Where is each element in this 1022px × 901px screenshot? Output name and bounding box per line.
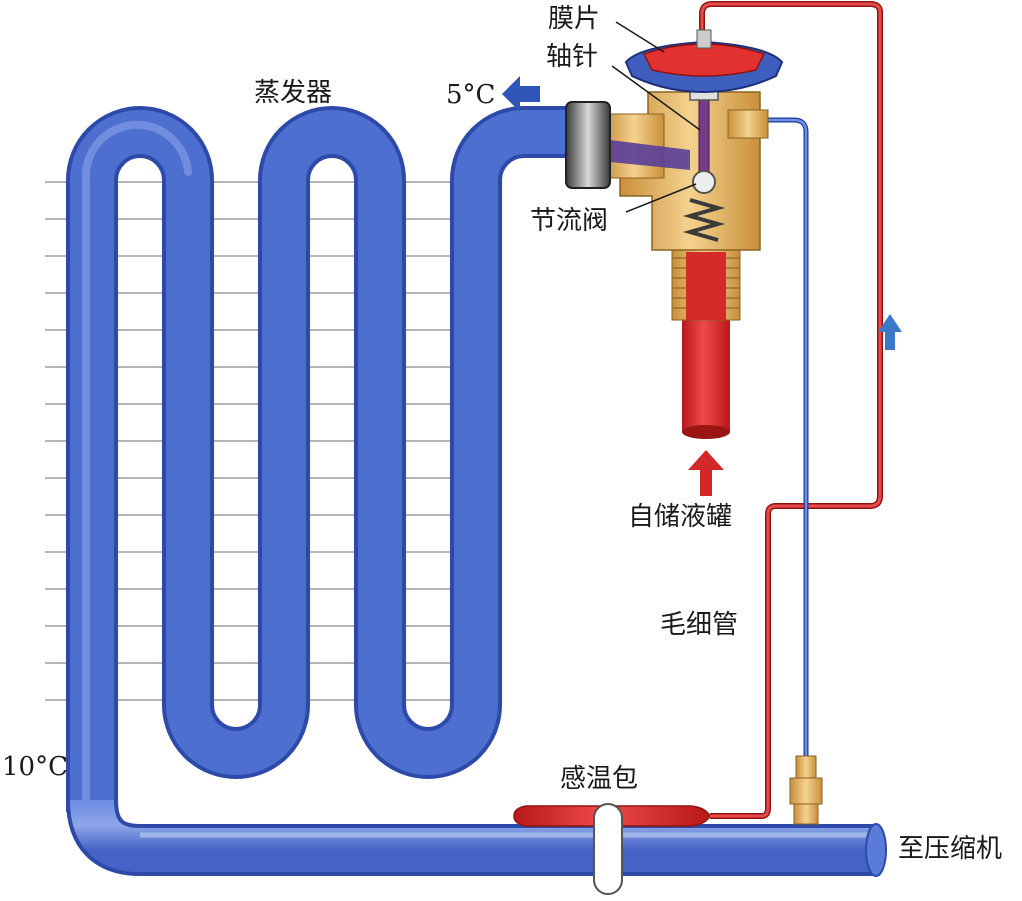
flow-up-arrow-icon — [878, 314, 902, 350]
expansion-valve — [565, 29, 784, 439]
liquid-line — [699, 1, 883, 819]
leader-lines — [611, 21, 701, 213]
receiver-label: 自储液罐 — [628, 502, 733, 532]
capillary-fitting — [789, 755, 823, 825]
throttle-valve-label: 节流阀 — [530, 206, 609, 236]
evaporator-coil — [66, 106, 572, 816]
capillary-label: 毛细管 — [660, 610, 739, 640]
sensing-bulb-label: 感温包 — [560, 764, 639, 794]
left-arrow-icon — [502, 76, 540, 112]
inlet-temp-label: 10°C — [2, 752, 68, 782]
outlet-temp-label: 5°C — [446, 80, 496, 110]
sensing-bulb — [513, 803, 711, 895]
evaporator-label: 蒸发器 — [254, 78, 333, 108]
up-arrow-icon — [688, 450, 724, 496]
capillary-tube — [740, 117, 809, 770]
spindle-label: 轴针 — [546, 42, 599, 72]
diaphragm-label: 膜片 — [548, 4, 601, 34]
suction-line — [66, 798, 887, 877]
compressor-label: 至压缩机 — [898, 834, 1003, 864]
